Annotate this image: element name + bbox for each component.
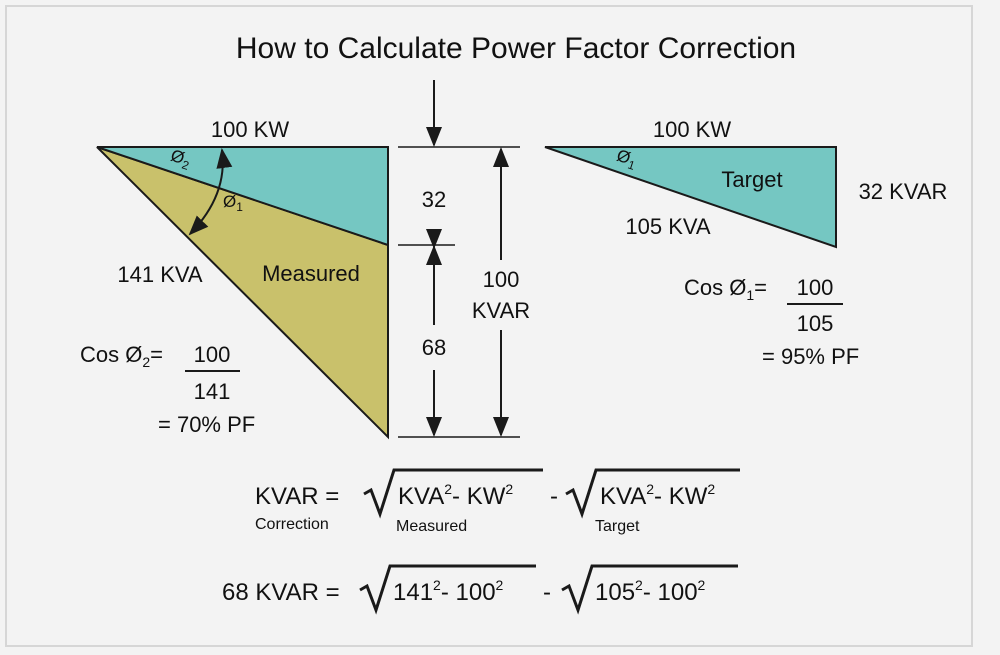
general-term2: KVA2- KW2 [600, 481, 715, 510]
numeric-formula: 68 KVAR = 1412- 1002 - 1052- 1002 [222, 564, 738, 615]
measured-cos-formula: Cos Ø2= 100 141 = 70% PF [80, 342, 255, 437]
measured-triangle-group [96, 146, 389, 440]
target-pf-result: = 95% PF [762, 344, 859, 369]
measured-cos-label: Cos Ø2= [80, 342, 163, 370]
target-cos-formula: Cos Ø1= 100 105 = 95% PF [684, 275, 859, 369]
sqrt-measured-icon [363, 468, 543, 519]
numeric-minus: - [543, 579, 551, 606]
general-formula-lhs: KVAR = [255, 483, 339, 510]
numeric-term1: 1412- 1002 [393, 577, 504, 606]
measured-kva-label: 141 KVA [117, 262, 203, 287]
page-title: How to Calculate Power Factor Correction [236, 32, 796, 65]
measured-pf-result: = 70% PF [158, 412, 255, 437]
target-triangle [544, 146, 837, 249]
target-cos-label: Cos Ø1= [684, 275, 767, 303]
panel-border [5, 5, 973, 647]
sqrt-target-icon [565, 468, 740, 519]
target-theta-label: Ø1 [614, 146, 640, 173]
numeric-formula-lhs: 68 KVAR = [222, 579, 340, 606]
target-kw-label: 100 KW [653, 117, 731, 142]
general-term1-sub: Measured [396, 518, 467, 535]
target-kva-label: 105 KVA [625, 214, 711, 239]
dimension-lines [398, 80, 520, 438]
measured-cos-numerator: 100 [194, 342, 231, 367]
dim-total-unit: KVAR [472, 298, 530, 323]
general-term2-sub: Target [595, 518, 640, 535]
target-region-label: Target [721, 167, 782, 192]
target-region-overlay [96, 146, 389, 247]
measured-region-label: Measured [262, 261, 360, 286]
sqrt-numeric-target-icon [561, 564, 738, 615]
theta-angle-arc [188, 148, 233, 236]
general-minus: - [550, 483, 558, 510]
general-formula: KVAR = Correction KVA2- KW2 Measured - K… [255, 468, 740, 535]
theta2-label: Ø2 [168, 146, 194, 173]
sqrt-numeric-measured-icon [359, 564, 536, 615]
dim-upper-label: 32 [422, 187, 446, 212]
target-cos-denominator: 105 [797, 311, 834, 336]
general-term1: KVA2- KW2 [398, 481, 513, 510]
dim-lower-label: 68 [422, 335, 446, 360]
theta1-label: Ø1 [223, 192, 243, 214]
numeric-term2: 1052- 1002 [595, 577, 706, 606]
general-formula-lhs-sub: Correction [255, 516, 329, 533]
measured-cos-denominator: 141 [194, 379, 231, 404]
measured-kw-label: 100 KW [211, 117, 289, 142]
target-cos-numerator: 100 [797, 275, 834, 300]
target-kvar-label: 32 KVAR [859, 179, 948, 204]
dim-total-value: 100 [483, 267, 520, 292]
